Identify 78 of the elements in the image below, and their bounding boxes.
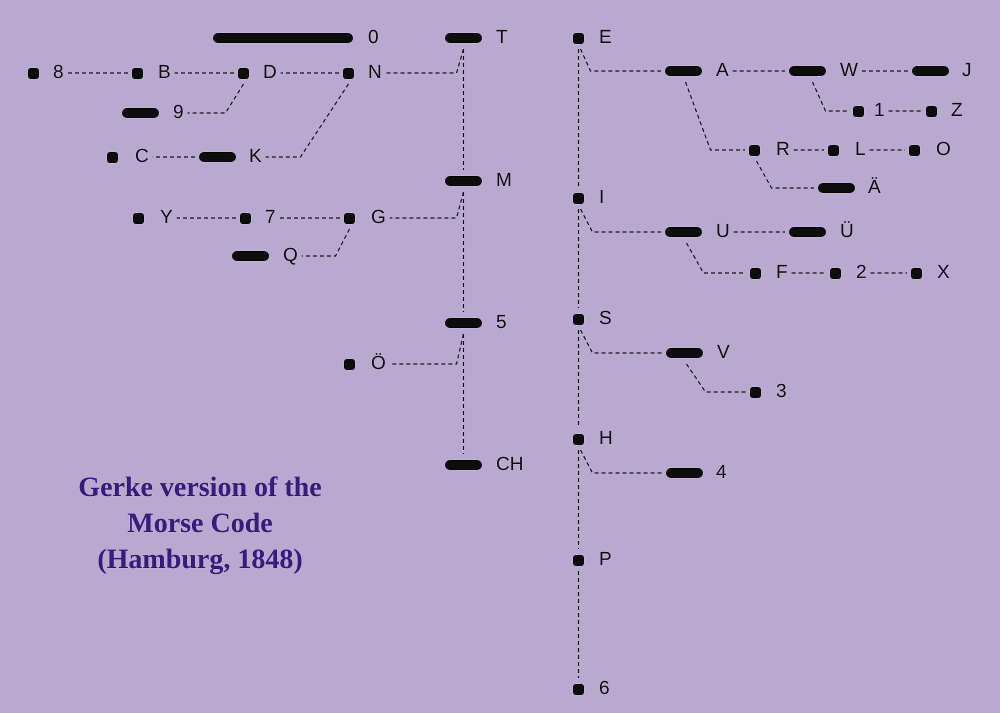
dashed-connector [462,334,464,454]
dashed-connector [812,82,849,112]
letter-label: F [776,262,788,284]
dashed-connector [266,84,349,158]
letter-label: H [599,428,613,450]
letter-label: Q [283,245,298,267]
dashed-connector [280,72,339,74]
letter-label: 8 [53,62,64,84]
dashed-connector [734,231,785,233]
letter-label: 2 [856,262,867,284]
dashed-connector [390,334,464,365]
letter-label: M [496,170,512,192]
dashed-connector [794,149,824,151]
dashed-connector [462,192,464,312]
dashed-connector [756,160,814,189]
letter-label: A [716,60,729,82]
letter-label: T [496,27,508,49]
dashed-connector [580,48,661,72]
dashed-connector [578,330,580,428]
dashed-connector [578,209,580,308]
dashed-connector [870,149,905,151]
dashed-connector [792,272,826,274]
letter-label: V [717,342,730,364]
dashed-connector [580,208,661,233]
letter-label: S [599,308,612,330]
dashed-connector [176,217,236,219]
letter-label: J [962,60,972,82]
dashed-connector [386,48,464,74]
letter-label: D [263,62,277,84]
dashed-connector [578,450,580,549]
letter-label: 5 [496,312,507,334]
letter-label: C [135,146,149,168]
letter-label: 6 [599,678,610,700]
letter-label: Y [160,207,173,229]
letter-label: 3 [776,381,787,403]
dashed-connector [862,70,908,72]
dashed-connector [152,156,195,158]
letter-label: E [599,27,612,49]
letter-label: 7 [265,207,276,229]
dashed-connector [732,70,785,72]
letter-label: P [599,549,612,571]
diagram-title: Gerke version of the Morse Code (Hamburg, 1848) [77,471,323,577]
letter-label: B [158,62,171,84]
letter-label: Ü [840,221,854,243]
dashed-connector [578,571,580,678]
letter-label: Ö [371,353,386,375]
letter-label: Z [951,100,963,122]
dashed-connector [578,49,580,187]
dashed-connector [302,228,350,257]
dashed-connector [68,72,128,74]
dashed-connector [580,450,662,474]
dashed-connector [686,242,746,274]
letter-label: I [599,187,604,209]
letter-label: Ä [868,177,881,199]
letter-label: 4 [716,462,727,484]
dashed-connector [174,72,234,74]
dashed-connector [280,217,340,219]
letter-label: K [249,146,262,168]
letter-label: CH [496,454,524,476]
letter-label: L [855,139,866,161]
letter-label: N [368,62,382,84]
letter-label: G [371,207,386,229]
letter-label: 0 [368,27,379,49]
dashed-connector [686,364,746,393]
letter-label: O [936,139,951,161]
dashed-connector [684,82,745,151]
dashed-connector [580,330,662,354]
letter-label: 1 [874,100,885,122]
letter-label: 9 [173,102,184,124]
letter-label: W [840,60,858,82]
letter-label: X [937,262,950,284]
dashed-connector [462,49,464,170]
letter-label: U [716,221,730,243]
dashed-connector [870,272,907,274]
dashed-connector [188,84,244,114]
dashed-connector [888,110,922,112]
letter-label: R [776,139,790,161]
dashed-connector [390,192,464,219]
